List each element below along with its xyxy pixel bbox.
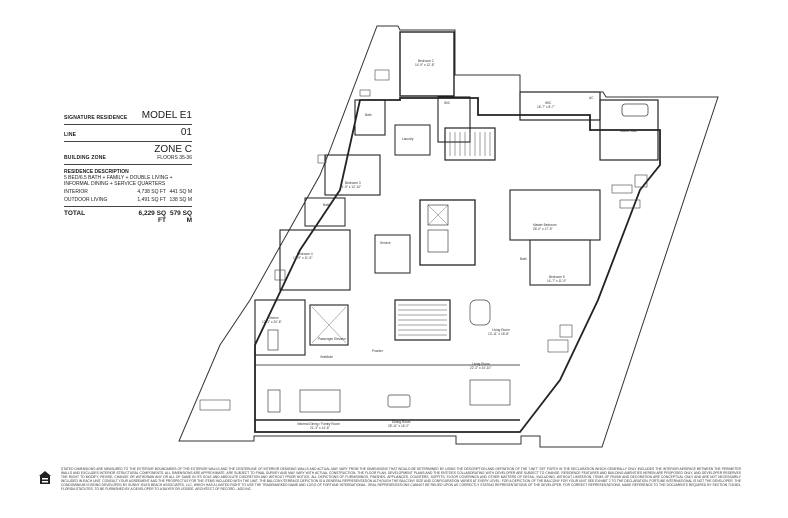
label-bath1: Bath [365, 113, 372, 117]
interior-sqm: 441 SQ M [169, 189, 192, 195]
interior-outline [254, 97, 661, 433]
zone-floors: FLOORS 35-36 [157, 155, 192, 161]
label-kitchen: Kitchen [268, 316, 279, 320]
total-row: TOTAL 6,229 SQ FT 579 SQ M [64, 206, 192, 224]
interior-sqft: 4,738 SQ FT [137, 189, 166, 195]
outdoor-sqm: 138 SQ M [169, 197, 192, 203]
residence-info: SIGNATURE RESIDENCE MODEL E1 LINE 01 BUI… [64, 108, 192, 224]
label-bedroom3-dim: 11'-9" x 12'-10" [340, 185, 361, 189]
label-master-bedroom-dim: 26'-0" x 17'-5" [533, 227, 553, 231]
description-line-1: 5 BED/6.5 BATH + FAMILY + DOUBLE LIVING … [64, 175, 173, 181]
label-living-room2: Living Room [472, 362, 490, 366]
bath1-wall [354, 99, 386, 136]
zone-value-group: ZONE C FLOORS 35-36 [154, 144, 192, 161]
kitchen-wall [254, 299, 306, 356]
label-vestibule: Vestibule [320, 355, 333, 359]
line-label: LINE [64, 132, 77, 138]
zone-value: ZONE C [154, 144, 192, 155]
elevator-b [427, 229, 449, 253]
label-dining-room: Dining Room [392, 420, 411, 424]
master-bath-wall [599, 99, 659, 161]
service-wall [374, 234, 411, 274]
outdoor-sqft: 1,491 SQ FT [137, 197, 166, 203]
label-dining-room-dim: 28'-11" x 16'-2" [388, 424, 409, 428]
line-value: 01 [180, 127, 192, 138]
total-sqft: 6,229 SQ FT [138, 210, 166, 224]
stair-top-treads [449, 132, 491, 156]
model-value: MODEL E1 [141, 110, 192, 121]
living-sofa [469, 379, 511, 406]
label-bedroom2: Bedroom 2 [418, 59, 434, 63]
label-laundry: Laundry [402, 137, 414, 141]
label-ac: AC [589, 96, 594, 100]
label-passenger-elevator: Passenger Elevator [318, 337, 347, 341]
informal-table [267, 389, 281, 413]
description-line-2: INFORMAL DINING + SERVICE QUARTERS [64, 181, 166, 187]
kitchen-island [267, 329, 279, 351]
label-informal-dining: Informal Dining / Family Room [297, 422, 340, 426]
wic-wall [437, 96, 471, 143]
outdoor-label: OUTDOOR LIVING [64, 197, 108, 203]
signature-row: SIGNATURE RESIDENCE MODEL E1 [64, 108, 192, 125]
bedroom2-wall [399, 31, 455, 97]
signature-label: SIGNATURE RESIDENCE [64, 115, 128, 121]
equal-housing-icon [39, 471, 51, 484]
label-bedroom4: Bedroom 4 [297, 252, 313, 256]
total-label: TOTAL [64, 210, 86, 217]
bedroom3-wall [324, 154, 381, 196]
interior-row: INTERIOR 4,738 SQ FT 441 SQ M [64, 189, 192, 195]
label-wic2: WIC [545, 101, 552, 105]
stair-bottom [394, 299, 451, 341]
label-living-room2-dim: 22'-3" x 24'-10" [470, 366, 491, 370]
label-bedroom5: Bedroom 5 [549, 275, 565, 279]
core [419, 199, 476, 266]
label-bath3: Bath [520, 257, 527, 261]
label-bath2: Bath [323, 203, 330, 207]
laundry-wall [394, 124, 431, 156]
line-row: LINE 01 [64, 125, 192, 142]
zone-label: BUILDING ZONE [64, 155, 107, 161]
stair-top [444, 127, 496, 161]
label-bedroom3: Bedroom 3 [345, 181, 361, 185]
outdoor-row: OUTDOOR LIVING 1,491 SQ FT 138 SQ M [64, 197, 192, 203]
label-bedroom4-dim: 13'-9" x 11'-5" [293, 256, 312, 260]
label-bedroom5-dim: 14'-7" x 11'-9" [547, 279, 566, 283]
label-master-bedroom: Master Bedroom [533, 223, 557, 227]
legal-disclaimer: STATED DIMENSIONS ARE MEASURED TO THE EX… [61, 467, 741, 492]
living-sofa2 [469, 299, 491, 326]
label-wic: WIC [444, 101, 451, 105]
dining-table [387, 394, 411, 408]
elevator-a [427, 204, 449, 226]
label-living-room1: Living Room [492, 328, 510, 332]
zone-row: BUILDING ZONE ZONE C FLOORS 35-36 [64, 142, 192, 165]
label-wic2-dim: 16'-7" x 8'-7" [537, 105, 555, 109]
total-sqm: 579 SQ M [169, 210, 192, 224]
label-bedroom2-dim: 14'-9" x 12'-8" [415, 63, 435, 67]
bedroom4-wall [279, 229, 351, 291]
label-powder: Powder [372, 349, 384, 353]
label-service: Service [380, 241, 391, 245]
description-heading: RESIDENCE DESCRIPTION [64, 169, 129, 175]
room-labels: Bedroom 2 14'-9" x 12'-8" WIC WIC 16'-7"… [262, 59, 637, 430]
family-sofa [299, 389, 341, 413]
interior-label: INTERIOR [64, 189, 88, 195]
balcony-furniture [199, 69, 648, 411]
passenger-elevator [309, 304, 349, 346]
master-bedroom-wall [509, 189, 601, 241]
label-master-bath: Master Bath [620, 129, 637, 133]
bath2-wall [304, 197, 346, 227]
label-living-room1-dim: 13'-11" x 18'-8" [488, 332, 509, 336]
balcony-outline [178, 25, 719, 448]
label-kitchen-dim: 12'-1" x 20'-8" [262, 320, 282, 324]
label-informal-dining-dim: 21'-3" x 14'-8" [310, 426, 330, 430]
stair-bottom-treads [398, 304, 447, 336]
tub [621, 103, 649, 117]
